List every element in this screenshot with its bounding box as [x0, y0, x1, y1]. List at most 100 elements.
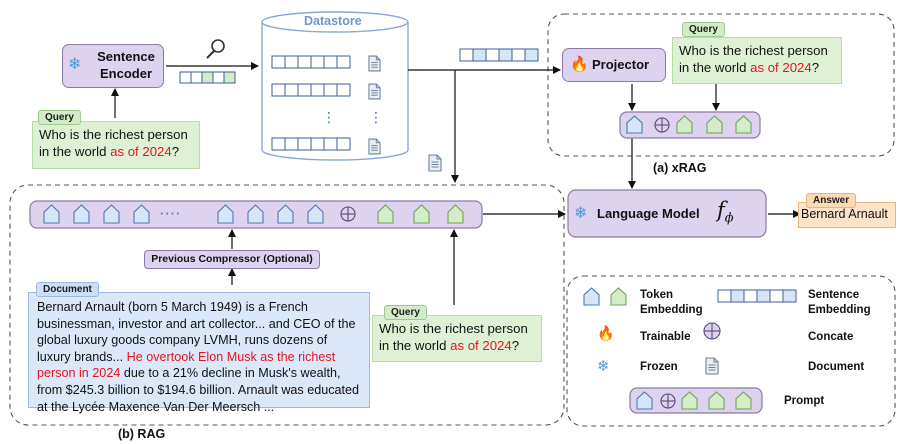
legend-prompt-label: Prompt	[784, 395, 825, 407]
legend-frame	[566, 275, 896, 427]
embedding-cell	[459, 48, 474, 62]
blue-token-icon	[103, 204, 120, 224]
fire-icon: 🔥	[570, 55, 589, 73]
document-icon	[368, 138, 381, 155]
legend-concate-label: Concate	[808, 331, 854, 343]
embedding-cell	[297, 83, 312, 97]
legend-sentence-label: Sentence Embedding	[808, 289, 871, 316]
document-icon	[368, 55, 381, 72]
snowflake-icon: ❄	[68, 54, 82, 73]
embedding-cell	[336, 83, 351, 97]
legend-token-label: Token Embedding	[640, 289, 703, 316]
blue-token-icon	[307, 204, 324, 224]
embedding-cell	[524, 48, 539, 62]
embedding-cell	[271, 55, 286, 69]
blue-token-icon	[247, 204, 264, 224]
datastore-docdots: ⋮	[369, 110, 383, 126]
embedding-cell	[336, 55, 351, 69]
left-query-box: Who is the richest person in the world a…	[32, 121, 200, 169]
blue-token-icon	[626, 115, 643, 134]
embedding-cell	[323, 55, 338, 69]
blue-token-icon	[277, 204, 294, 224]
legend-frozen-label: Frozen	[640, 361, 678, 373]
embedding-cell	[756, 289, 771, 303]
embedding-cell	[743, 289, 758, 303]
embedding-cell	[782, 289, 797, 303]
embedding-cell	[297, 55, 312, 69]
left-query-tag: Query	[38, 110, 81, 125]
embedding-cell	[179, 71, 192, 84]
embedding-cell	[310, 55, 325, 69]
embedding-cell	[498, 48, 513, 62]
fire-icon: 🔥	[597, 326, 615, 342]
embedding-cell	[284, 137, 299, 151]
lm-symbol: fϕ	[717, 198, 734, 227]
document-icon	[368, 83, 381, 100]
embedding-cell	[336, 137, 351, 151]
embedding-cell	[769, 289, 784, 303]
rag-caption: (b) RAG	[118, 427, 166, 441]
green-token-icon	[681, 391, 698, 410]
document-box: Bernard Arnault (born 5 March 1949) is a…	[28, 292, 370, 414]
document-icon	[705, 357, 719, 375]
encoder-sentence-embedding	[179, 71, 236, 84]
embedding-cell	[310, 137, 325, 151]
embedding-cell	[284, 83, 299, 97]
language-model-label: Language Model	[597, 206, 700, 221]
green-token-icon	[413, 204, 430, 224]
projector-box	[562, 48, 666, 82]
embedding-cell	[717, 289, 732, 303]
xrag-query-tag: Query	[682, 22, 725, 37]
snowflake-icon: ❄	[597, 357, 610, 375]
green-token-icon	[735, 115, 752, 134]
rag-frame	[9, 184, 565, 426]
embedding-cell	[284, 55, 299, 69]
document-tag: Document	[36, 282, 99, 297]
embedding-cell	[190, 71, 203, 84]
embedding-cell	[271, 83, 286, 97]
blue-token-icon	[73, 204, 90, 224]
datastore-vdots: ⋮	[322, 110, 336, 126]
legend-document-label: Document	[808, 361, 865, 373]
xrag-prompt-tokens	[626, 115, 752, 134]
sentence-encoder-label: Sentence Encoder	[97, 49, 155, 81]
projector-label: Projector	[592, 57, 650, 72]
embedding-cell	[472, 48, 487, 62]
embedding-cell	[485, 48, 500, 62]
green-token-icon	[377, 204, 394, 224]
blue-token-icon	[133, 204, 150, 224]
green-token-icon	[708, 391, 725, 410]
snowflake-icon: ❄	[574, 203, 588, 222]
datastore-label: Datastore	[304, 14, 362, 28]
magnifier-icon	[206, 39, 225, 59]
green-token-icon	[706, 115, 723, 134]
rag-prompt-dots: ····	[160, 206, 182, 221]
rag-query-tag: Query	[384, 305, 427, 320]
embedding-cell	[310, 83, 325, 97]
green-token-icon	[676, 115, 693, 134]
answer-text: Bernard Arnault	[801, 207, 888, 221]
rag-query-box: Who is the richest person in the world a…	[372, 315, 542, 362]
legend-trainable-label: Trainable	[640, 331, 691, 343]
answer-tag: Answer	[806, 193, 857, 208]
embedding-cell	[323, 83, 338, 97]
legend-graphics	[583, 287, 797, 340]
previous-compressor-label: Previous Compressor (Optional)	[151, 253, 313, 265]
datastore-rows	[271, 55, 351, 151]
green-token-icon	[610, 287, 627, 306]
green-token-icon	[447, 204, 464, 224]
embedding-cell	[223, 71, 236, 84]
retrieved-sentence-embedding	[459, 48, 539, 62]
embedding-cell	[297, 137, 312, 151]
document-icon	[428, 154, 442, 172]
blue-token-icon	[43, 204, 60, 224]
xrag-query-box: Who is the richest person in the world a…	[672, 37, 842, 84]
rag-prompt-tokens	[43, 204, 464, 224]
embedding-cell	[212, 71, 225, 84]
language-model-box	[567, 189, 767, 238]
legend-prompt-tokens	[636, 391, 752, 410]
embedding-cell	[201, 71, 214, 84]
green-token-icon	[735, 391, 752, 410]
blue-token-icon	[217, 204, 234, 224]
